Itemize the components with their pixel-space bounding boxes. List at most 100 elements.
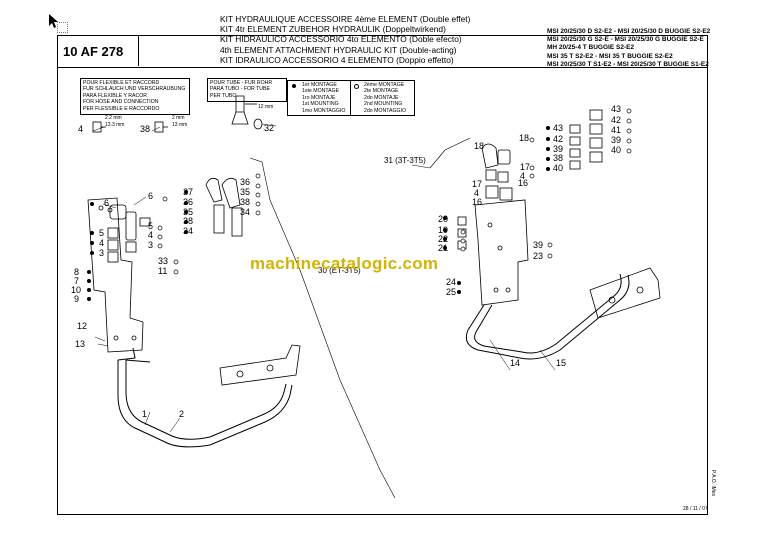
legend-tube-line: POUR TUBE - FUR ROHR <box>210 80 273 86</box>
callout-label: 18 <box>474 141 485 151</box>
legend-mount-first: 1er MONTAGE 1ste MONTAGE 1ro MONTAJE 1st… <box>302 82 345 114</box>
header-divider <box>57 67 707 68</box>
hollow-dot-icon <box>354 84 359 89</box>
callout-label: 37 <box>183 187 194 197</box>
callout-label: 17 <box>520 162 531 172</box>
watermark-text: machinecatalogic.com <box>250 254 439 273</box>
callout-label: 19 <box>438 225 449 235</box>
callout-label: 9 <box>74 294 80 304</box>
callout-label: 40 <box>553 163 564 173</box>
callout-label: 12 <box>77 321 88 331</box>
callout-label: 14 <box>510 358 521 368</box>
callout-label: 3 <box>99 248 105 258</box>
legend-hose-dim: 2 mm <box>172 115 185 121</box>
mounting-marker-dots <box>87 126 550 301</box>
callout-label: 21 <box>438 243 449 253</box>
legend-tube-line: PER TUBO <box>210 92 237 99</box>
callout-label: 43 <box>553 123 564 133</box>
callout-leaders <box>92 123 556 433</box>
title-line-de: KIT 4tr ELEMENT ZUBEHOR HYDRAULIK (Doppe… <box>220 24 446 35</box>
model-line: MSI 20/25/30 G S2-E - MSI 20/25/30 G BUG… <box>547 36 704 44</box>
legend-tube-dim: 12 mm <box>258 104 274 110</box>
model-line: MSI 20/25/30 D S2-E2 - MSI 20/25/30 D BU… <box>547 28 711 35</box>
title-line-fr: KIT HYDRAULIQUE ACCESSOIRE 4ème ELEMENT … <box>220 14 471 24</box>
footer-side-note: P.A.O. iMes <box>710 470 716 497</box>
title-line-it: KIT IDRAULICO ACCESSORIO 4 ELEMENTO (Dop… <box>220 54 454 65</box>
callout-label: 39 <box>611 135 622 145</box>
legend-mount-line: 1er MONTAGE <box>302 82 337 88</box>
legend-mount-line: 2te MONTAGE <box>364 88 399 95</box>
legend-hose-item-b: 38 <box>140 124 151 134</box>
legend-mount-line: 1ro MONTAJE <box>302 94 336 101</box>
right-hose-lines <box>465 273 630 360</box>
hose-fitting-legend-icon <box>92 121 168 133</box>
callout-label: 25 <box>446 287 457 297</box>
callout-label: 34 <box>183 226 194 236</box>
callout-label: 18 <box>519 133 530 143</box>
frame-bottom-rule <box>57 514 708 515</box>
right-frame-bracket <box>589 267 661 319</box>
legend-mount-divider <box>350 81 351 115</box>
reference-number: 10 AF 278 <box>63 44 124 59</box>
model-line: MSI 20/25/30 T S1-E2 - MSI 20/25/30 T BU… <box>547 60 709 68</box>
legend-mount-second: 2ème MONTAGE 2te MONTAGE 2do MONTAJE 2nd… <box>364 82 406 114</box>
callout-label: 4 <box>148 230 154 240</box>
callout-label: 39 <box>533 240 544 250</box>
reference-box <box>58 36 139 66</box>
callout-label: 42 <box>611 115 622 125</box>
callout-label: 23 <box>533 251 544 261</box>
frame-top-rule <box>57 35 708 36</box>
legend-hose-item-a: 4 <box>78 124 84 134</box>
legend-mount-line: 2nd MOUNTING <box>364 101 403 108</box>
middle-fittings <box>205 177 243 237</box>
callout-label: 4 <box>99 238 105 248</box>
callout-label: 7 <box>74 276 80 286</box>
callout-label: 5 <box>148 221 154 231</box>
callout-label: 36 <box>240 177 251 187</box>
center-leader-curve <box>249 157 396 499</box>
callout-label: 42 <box>553 134 564 144</box>
callout-label: 15 <box>556 358 567 368</box>
left-mounting-bracket <box>87 197 144 353</box>
right-fittings <box>457 143 513 250</box>
far-right-fittings <box>569 109 603 170</box>
callout-label: 38 <box>240 197 251 207</box>
right-mounting-bracket <box>474 199 529 306</box>
callout-label: 38 <box>183 216 194 226</box>
legend-tube-item: 32 <box>264 123 275 133</box>
title-line-es: KIT HIDRAULICO ACCESSORIO 4to ELEMENTO (… <box>220 34 462 45</box>
callout-label: 38 <box>553 153 564 163</box>
callout-label: 13 <box>75 339 86 349</box>
tube-fitting-legend-icon <box>231 95 263 130</box>
legend-hose-dim: 13.3 mm <box>105 122 125 128</box>
left-fittings <box>107 204 151 263</box>
callout-label: 34 <box>240 207 251 217</box>
legend-hose-line: PER FLESSIBLE E RACCORDO <box>83 105 160 112</box>
legend-hose-box: POUR FLEXIBLE ET RACCORD FUR SCHLAUCH UN… <box>80 78 190 115</box>
left-frame-bracket <box>219 344 301 386</box>
legend-tube-line: PARA TUBO - FOR TUBE <box>210 86 270 93</box>
legend-hose-line: FUR SCHLAUCH UND VERSCHRAUBUNG <box>83 86 186 93</box>
legend-mount-line: 1st MOUNTING <box>302 101 339 108</box>
callout-label: 4 <box>520 171 526 181</box>
model-line: MSI 35 T S2-E2 - MSI 35 T BUGGIE S2-E2 <box>547 52 673 60</box>
model-line: MH 20/25-4 T BUGGIE S2-E2 <box>547 44 635 52</box>
mouse-cursor-icon <box>49 14 58 28</box>
callout-label: 8 <box>74 267 80 277</box>
frame-right-rule <box>707 35 708 515</box>
callout-label: 24 <box>446 277 457 287</box>
legend-mount-line: 1mo MONTAGGIO <box>302 107 346 114</box>
callout-label: 22 <box>438 234 449 244</box>
callout-label: 16 <box>472 197 483 207</box>
right-leader-curve <box>429 137 471 169</box>
dotted-selection-box <box>57 22 68 33</box>
callout-label: 10 <box>71 285 82 295</box>
callout-label: 33 <box>158 256 169 266</box>
legend-hose-line: PARA FLEXIBLE Y RACOR <box>83 92 148 99</box>
title-block: KIT HYDRAULIQUE ACCESSOIRE 4ème ELEMENT … <box>220 14 470 65</box>
callout-label: 11 <box>158 266 168 276</box>
legend-hose-dim: 13 mm <box>172 122 188 128</box>
callout-label: 4 <box>474 188 480 198</box>
callout-label: 1 <box>142 409 148 419</box>
